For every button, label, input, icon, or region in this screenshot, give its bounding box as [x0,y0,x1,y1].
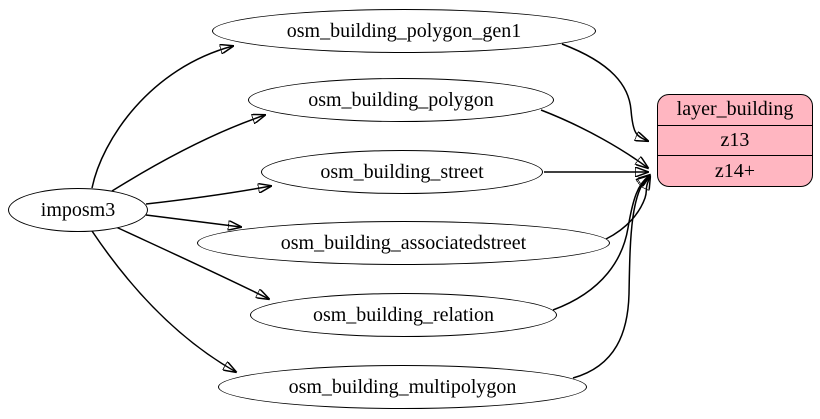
edge-imposm3-osm_building_polygon [111,115,265,192]
node-osm_building_polygon_gen1: osm_building_polygon_gen1 [212,9,596,53]
edge-osm_building_relation-z14 [552,176,649,311]
edge-imposm3-osm_building_relation [115,226,269,299]
node-osm_building_polygon_gen1-label: osm_building_polygon_gen1 [286,19,522,42]
edge-osm_building_multipolygon-z14 [572,175,650,379]
node-osm_building_associatedstreet-label: osm_building_associatedstreet [280,231,527,254]
node-osm_building_relation: osm_building_relation [250,293,557,337]
node-osm_building_street: osm_building_street [261,150,543,194]
edge-osm_building_polygon-z14 [540,109,648,168]
edge-osm_building_polygon_gen1-z13 [561,43,648,141]
layer-building-z14-label: z14+ [714,159,756,182]
edge-imposm3-osm_building_polygon_gen1 [91,46,233,189]
node-osm_building_multipolygon-label: osm_building_multipolygon [288,375,517,398]
node-osm_building_polygon-label: osm_building_polygon [308,88,494,111]
layer-building-z14-row: z14+ [658,155,812,186]
node-osm_building_polygon: osm_building_polygon [248,78,554,122]
node-osm_building_street-label: osm_building_street [320,160,484,183]
node-osm_building_multipolygon: osm_building_multipolygon [218,365,587,409]
node-imposm3-label: imposm3 [40,198,116,221]
edge-imposm3-osm_building_multipolygon [91,230,236,372]
node-osm_building_associatedstreet: osm_building_associatedstreet [197,221,610,265]
node-layer_building: layer_building z13 z14+ [657,94,813,187]
node-osm_building_relation-label: osm_building_relation [312,303,495,326]
layer-building-title: layer_building [676,98,794,121]
edge-imposm3-osm_building_street [145,186,271,205]
layer-building-z13-label: z13 [720,129,750,151]
layer-building-title-row: layer_building [658,95,812,125]
edge-imposm3-osm_building_associatedstreet [145,214,241,227]
layer-building-z13-row: z13 [658,124,812,156]
node-imposm3: imposm3 [8,188,148,232]
